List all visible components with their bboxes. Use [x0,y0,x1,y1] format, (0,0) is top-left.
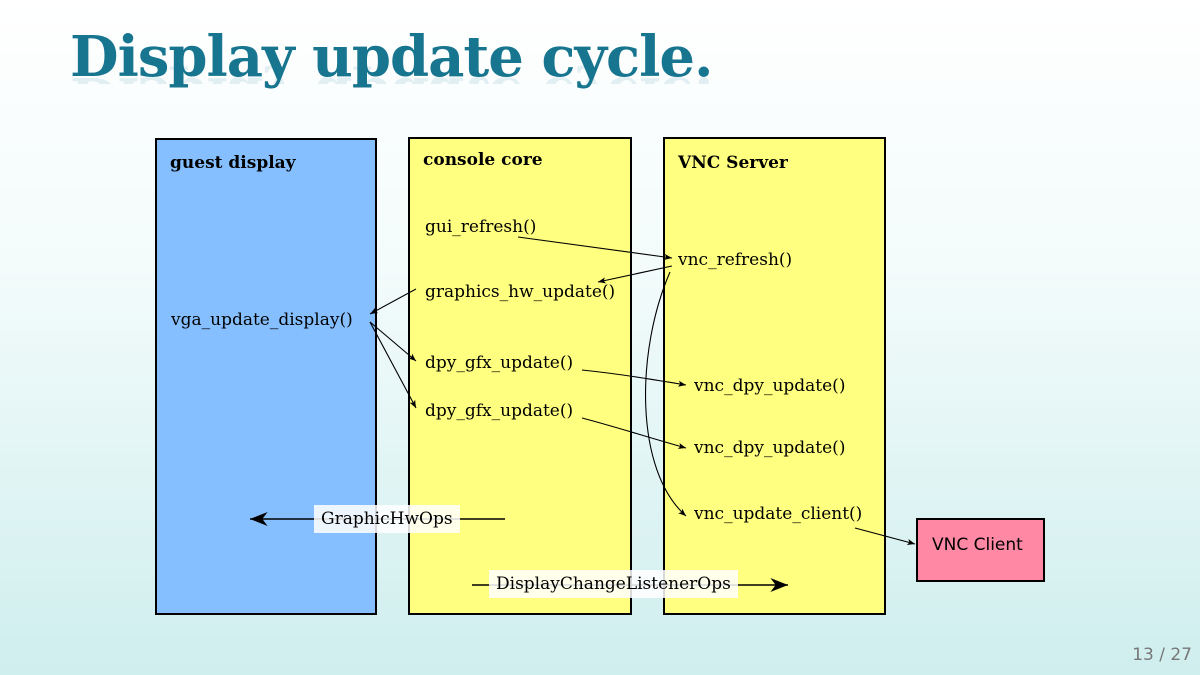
arrow-dpy-gfx-update-1-to-vnc-dpy-update-1 [581,369,687,387]
vnc-client-box [916,518,1045,582]
console-core-box [408,137,632,615]
fn-graphics-hw-update: graphics_hw_update() [425,282,616,302]
arrow-vga-update-display-to-dpy-gfx-update-1 [369,321,417,362]
arrow-vga-update-display-to-dpy-gfx-update-2 [369,321,417,409]
arrow-vnc-refresh-to-graphics-hw-update [597,265,673,284]
arrow-graphics-hw-update-to-vga-update-display [369,288,417,315]
fn-vnc-dpy-update-2: vnc_dpy_update() [694,438,846,458]
page-number: 13 / 27 [1132,645,1192,665]
vnc-server-box [663,137,886,615]
console-core-label: console core [423,150,543,170]
arrow-gui-refresh-to-vnc-refresh [517,236,673,261]
slide-title: Display update cycle. [70,24,714,90]
fn-vnc-refresh: vnc_refresh() [678,250,793,270]
display-change-listener-ops-label: DisplayChangeListenerOps [489,570,738,598]
guest-display-label: guest display [170,153,296,173]
vnc-server-label: VNC Server [678,153,788,173]
fn-dpy-gfx-update-1: dpy_gfx_update() [425,353,574,373]
fn-vga-update-display: vga_update_display() [171,310,353,330]
vnc-client-label: VNC Client [932,535,1023,555]
fn-vnc-update-client: vnc_update_client() [694,504,863,524]
fn-gui-refresh: gui_refresh() [425,217,537,237]
fn-vnc-dpy-update-1: vnc_dpy_update() [694,376,846,396]
graphic-hw-ops-label: GraphicHwOps [314,505,460,533]
arrow-vnc-refresh-to-vnc-update-client [645,271,687,517]
arrow-dpy-gfx-update-2-to-vnc-dpy-update-2 [581,417,687,449]
arrow-vnc-update-client-to-vnc-client [854,527,916,545]
fn-dpy-gfx-update-2: dpy_gfx_update() [425,401,574,421]
guest-display-box [155,138,377,615]
